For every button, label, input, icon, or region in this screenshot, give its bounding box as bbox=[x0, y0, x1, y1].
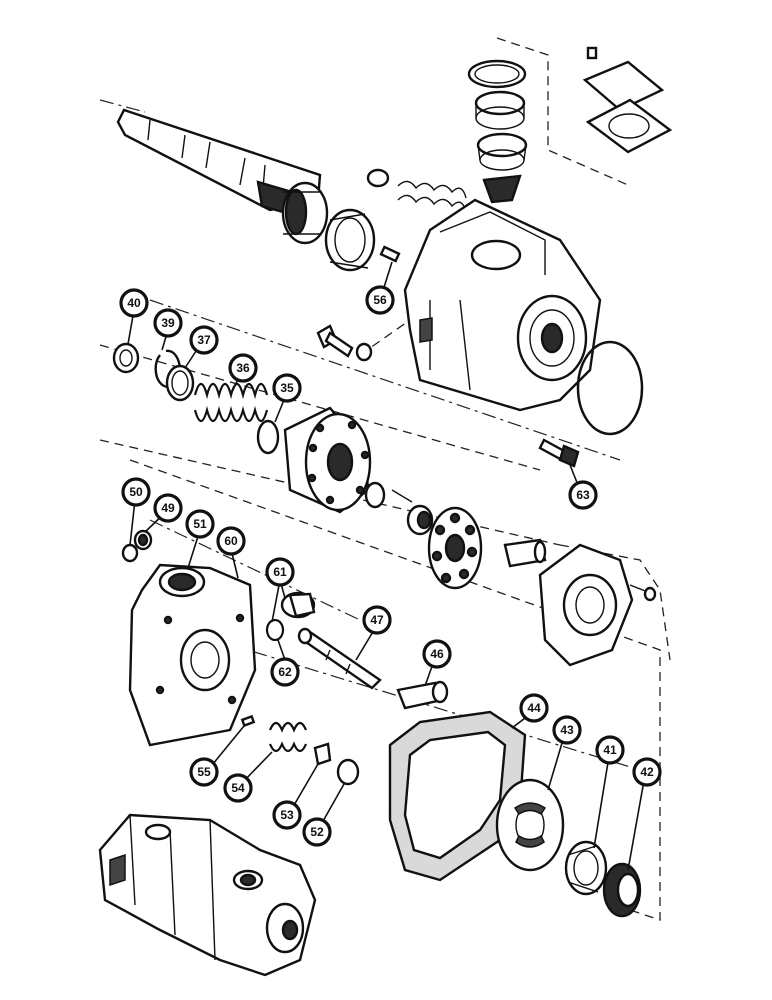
port-block bbox=[128, 563, 257, 747]
small-washer bbox=[336, 758, 360, 786]
callout-39: 39 bbox=[153, 308, 183, 338]
callout-60-label: 60 bbox=[224, 534, 238, 548]
cylinder-barrel bbox=[283, 406, 372, 514]
cover-plate bbox=[582, 46, 673, 154]
callout-50-label: 50 bbox=[129, 485, 143, 499]
callout-53-label: 53 bbox=[280, 808, 294, 822]
cylinder-spring bbox=[193, 382, 269, 423]
retaining-rings bbox=[112, 342, 195, 402]
control-spool bbox=[297, 627, 382, 690]
yoke-bolt bbox=[538, 438, 580, 468]
housing-o-ring bbox=[576, 340, 644, 436]
callout-40: 40 bbox=[119, 288, 149, 318]
callout-43-label: 43 bbox=[560, 723, 574, 737]
housing-bolt bbox=[316, 324, 373, 362]
callout-37-label: 37 bbox=[197, 333, 211, 347]
callout-52: 52 bbox=[302, 817, 332, 847]
callout-49: 49 bbox=[153, 493, 183, 523]
bushing-and-pin bbox=[364, 481, 434, 536]
callout-55: 55 bbox=[189, 757, 219, 787]
callout-42-label: 42 bbox=[640, 765, 654, 779]
bearing-cup bbox=[324, 208, 376, 272]
callout-44-label: 44 bbox=[527, 701, 541, 715]
pump-housing bbox=[403, 198, 602, 412]
spring-washer bbox=[256, 419, 280, 455]
assembly-guide-lines bbox=[99, 37, 671, 921]
end-gasket bbox=[388, 710, 527, 882]
assembled-pump-illustration bbox=[98, 813, 317, 977]
callout-46-label: 46 bbox=[430, 647, 444, 661]
control-piston bbox=[396, 680, 449, 710]
callout-51-label: 51 bbox=[193, 517, 207, 531]
port-plug bbox=[265, 591, 316, 642]
callout-47-label: 47 bbox=[370, 613, 384, 627]
callout-63-label: 63 bbox=[576, 488, 590, 502]
callout-62-label: 62 bbox=[278, 665, 292, 679]
swashplate-yoke bbox=[538, 543, 657, 667]
callout-50: 50 bbox=[121, 477, 151, 507]
top-bearing-stack bbox=[467, 59, 528, 204]
callout-41: 41 bbox=[595, 735, 625, 765]
callout-55-label: 55 bbox=[197, 765, 211, 779]
plug-fitting bbox=[133, 529, 153, 551]
callout-42: 42 bbox=[632, 757, 662, 787]
callout-52-label: 52 bbox=[310, 825, 324, 839]
callout-39-label: 39 bbox=[161, 316, 175, 330]
shaft-bearing-cone bbox=[281, 181, 329, 245]
callout-56: 56 bbox=[365, 285, 395, 315]
dowel-pin bbox=[379, 245, 401, 263]
callout-54: 54 bbox=[223, 773, 253, 803]
callout-49-label: 49 bbox=[161, 501, 175, 515]
callout-36: 36 bbox=[228, 353, 258, 383]
callout-36-label: 36 bbox=[236, 361, 250, 375]
callout-40-label: 40 bbox=[127, 296, 141, 310]
rear-bearing-cup bbox=[564, 840, 608, 896]
callout-44: 44 bbox=[519, 693, 549, 723]
callout-62: 62 bbox=[270, 657, 300, 687]
callout-43: 43 bbox=[552, 715, 582, 745]
callout-60: 60 bbox=[216, 526, 246, 556]
small-pin bbox=[240, 714, 256, 728]
callout-54-label: 54 bbox=[231, 781, 245, 795]
rear-bearing-cone bbox=[602, 862, 642, 918]
callout-37: 37 bbox=[189, 325, 219, 355]
callout-63: 63 bbox=[568, 480, 598, 510]
port-plate bbox=[495, 778, 565, 872]
small-spring bbox=[268, 721, 308, 753]
callout-56-label: 56 bbox=[373, 293, 387, 307]
callout-61: 61 bbox=[265, 557, 295, 587]
callout-51: 51 bbox=[185, 509, 215, 539]
swashplate-pivot bbox=[503, 538, 547, 568]
callout-41-label: 41 bbox=[603, 743, 617, 757]
retainer-plate bbox=[427, 506, 483, 590]
callout-35-label: 35 bbox=[280, 381, 294, 395]
compensator-spring bbox=[366, 168, 467, 213]
callout-61-label: 61 bbox=[273, 565, 287, 579]
callout-53: 53 bbox=[272, 800, 302, 830]
callout-35: 35 bbox=[272, 373, 302, 403]
callout-47: 47 bbox=[362, 605, 392, 635]
small-o-ring bbox=[121, 543, 139, 563]
callout-46: 46 bbox=[422, 639, 452, 669]
spring-seat bbox=[313, 742, 332, 766]
